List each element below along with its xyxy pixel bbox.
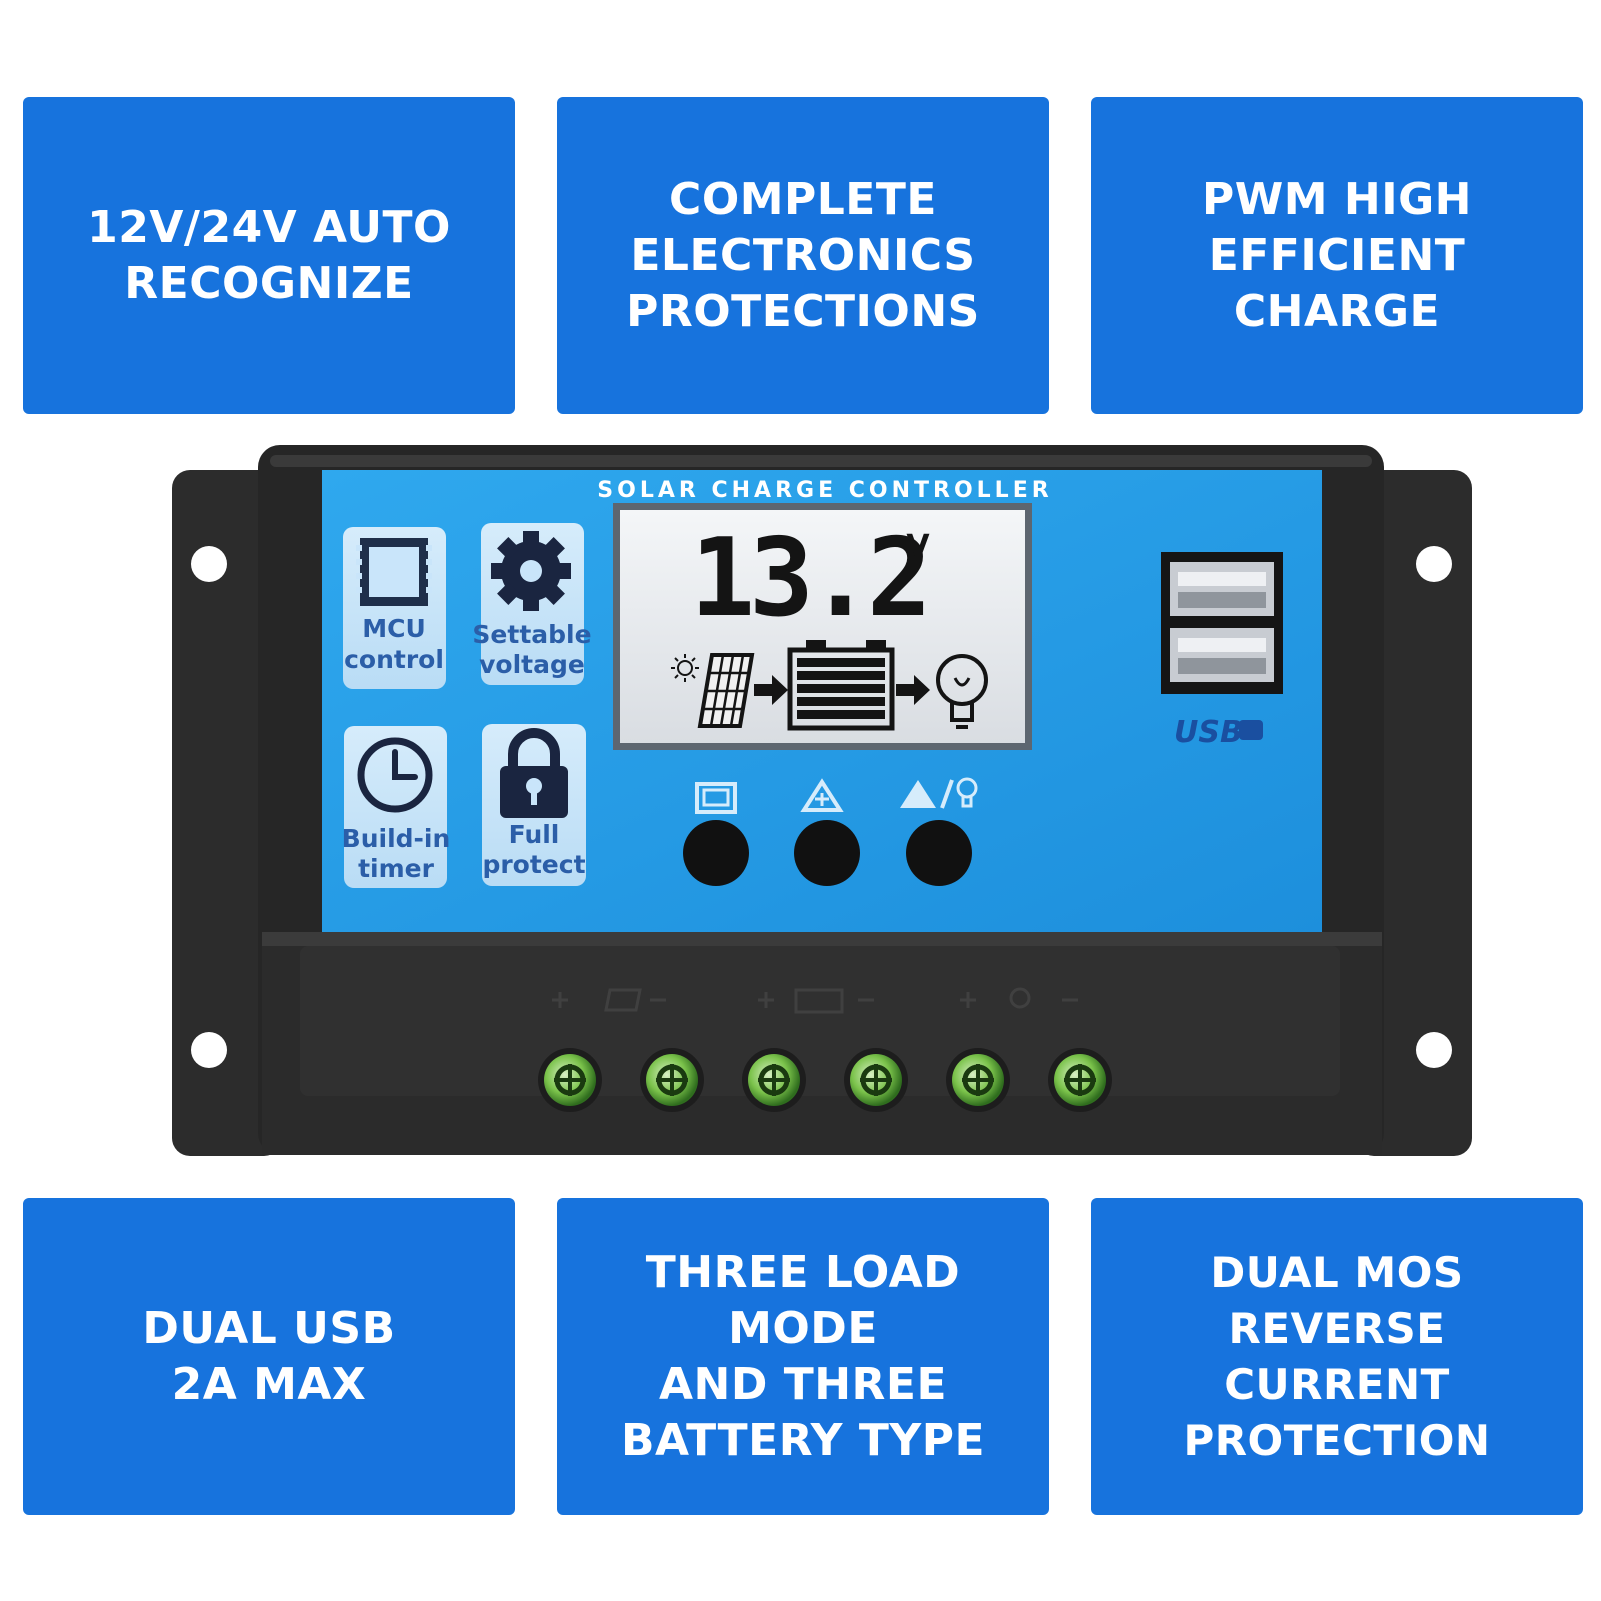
terminal-screw — [742, 1048, 806, 1112]
mount-hole — [191, 546, 227, 582]
tile-label-line2: timer — [358, 854, 435, 883]
sun-icon — [671, 654, 699, 682]
feature-box-auto-recognize: 12V/24V AUTO RECOGNIZE — [23, 97, 515, 414]
terminal-markings — [552, 987, 1078, 1014]
feature-box-load-mode: THREE LOAD MODE AND THREE BATTERY TYPE — [557, 1198, 1049, 1515]
battery-icon — [787, 640, 895, 731]
mount-hole — [191, 1032, 227, 1068]
feature-box-pwm-charge: PWM HIGH EFFICIENT CHARGE — [1091, 97, 1583, 414]
usb-logo: USB — [1174, 715, 1263, 750]
tile-label-line1: Full — [509, 820, 560, 849]
terminal-screw — [1048, 1048, 1112, 1112]
panel-title: SOLAR CHARGE CONTROLLER — [597, 478, 1052, 503]
tile-settable-voltage: Settable voltage — [472, 523, 592, 685]
menu-icon — [695, 782, 737, 814]
tile-label-line2: control — [344, 645, 444, 674]
feature-text: DUAL MOS REVERSE CURRENT PROTECTION — [1183, 1247, 1491, 1465]
tile-mcu-control: MCU control — [343, 527, 446, 689]
up-load-button[interactable] — [906, 820, 972, 886]
feature-box-reverse-protection: DUAL MOS REVERSE CURRENT PROTECTION — [1091, 1198, 1583, 1515]
tile-label-line1: Build-in — [342, 824, 451, 853]
feature-box-protections: COMPLETE ELECTRONICS PROTECTIONS — [557, 97, 1049, 414]
solar-panel-icon — [697, 653, 755, 728]
menu-button[interactable] — [683, 820, 749, 886]
feature-box-dual-usb: DUAL USB 2A MAX — [23, 1198, 515, 1515]
up-button[interactable] — [794, 820, 860, 886]
feature-text: THREE LOAD MODE AND THREE BATTERY TYPE — [620, 1246, 986, 1466]
lcd-voltage-unit: V — [906, 529, 930, 564]
up-arrow-bulb-icon — [900, 777, 978, 809]
gear-icon — [491, 531, 571, 611]
terminal-screw — [538, 1048, 602, 1112]
arrow-icon — [896, 675, 930, 705]
feature-text: PWM HIGH EFFICIENT CHARGE — [1201, 173, 1473, 337]
tile-build-in-timer: Build-in timer — [342, 726, 451, 888]
feature-text: DUAL USB 2A MAX — [142, 1302, 396, 1410]
feature-text: COMPLETE ELECTRONICS PROTECTIONS — [626, 173, 980, 337]
chip-icon — [356, 538, 432, 606]
tile-label-line1: MCU — [362, 614, 426, 643]
mount-hole — [1416, 1032, 1452, 1068]
tile-full-protect: Full protect — [482, 724, 586, 886]
lcd-voltage-value: 13.2 — [690, 516, 926, 641]
lcd-screen: 13.2 V — [613, 503, 1032, 750]
mounting-flange-right — [1356, 470, 1472, 1156]
up-arrow-icon — [800, 778, 844, 812]
feature-text: 12V/24V AUTO RECOGNIZE — [87, 201, 451, 309]
lock-icon — [500, 728, 568, 818]
bulb-icon — [936, 654, 988, 729]
tile-label-line2: protect — [482, 850, 585, 879]
tile-label-line2: voltage — [479, 650, 585, 679]
clock-icon — [357, 737, 433, 813]
mount-hole — [1416, 546, 1452, 582]
arrow-icon — [754, 675, 788, 705]
mounting-flange-left — [172, 470, 282, 1156]
tile-label-line1: Settable — [472, 620, 591, 649]
terminal-screw — [946, 1048, 1010, 1112]
usb-label: USB — [1174, 715, 1243, 750]
terminal-screw — [640, 1048, 704, 1112]
usb-ports — [1161, 552, 1283, 694]
terminal-block — [262, 932, 1382, 1155]
terminal-screw — [844, 1048, 908, 1112]
